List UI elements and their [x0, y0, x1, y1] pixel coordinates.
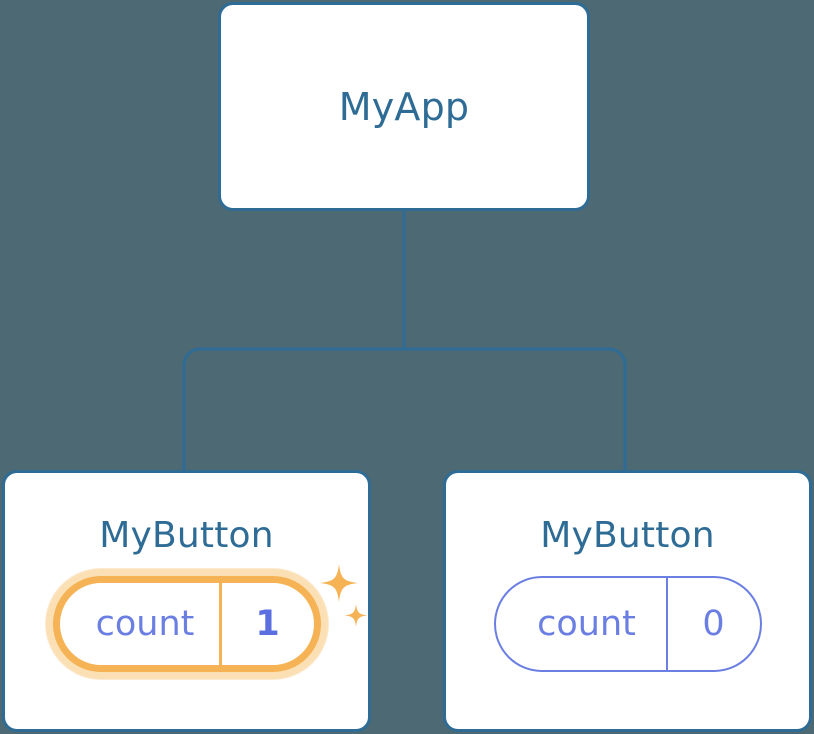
connector-branch-left — [182, 347, 404, 470]
node-title: MyButton — [540, 515, 715, 556]
node-title: MyApp — [338, 84, 470, 129]
node-card-mybutton-idle[interactable]: MyButton count 0 — [443, 470, 812, 732]
state-pill-divider — [218, 583, 222, 665]
state-key-label: count — [537, 603, 636, 644]
sparkle-group — [319, 564, 367, 627]
state-value-label: 0 — [702, 603, 725, 644]
state-pill-wrapper: count 0 — [493, 576, 762, 672]
state-value-label: 1 — [255, 603, 280, 644]
state-pill-wrapper: count 1 — [52, 564, 367, 672]
state-pill-divider — [665, 578, 668, 670]
node-card-myapp[interactable]: MyApp — [218, 2, 590, 211]
node-card-mybutton-highlighted[interactable]: MyButton count 1 — [2, 470, 371, 732]
sparkle-large-icon — [319, 564, 358, 602]
state-pill[interactable]: count 0 — [493, 576, 762, 672]
state-pill[interactable]: count 1 — [52, 576, 321, 672]
sparkle-small-icon — [344, 604, 367, 627]
state-key-label: count — [95, 603, 195, 644]
connector-branch-right — [404, 347, 627, 470]
node-title: MyButton — [99, 515, 274, 556]
